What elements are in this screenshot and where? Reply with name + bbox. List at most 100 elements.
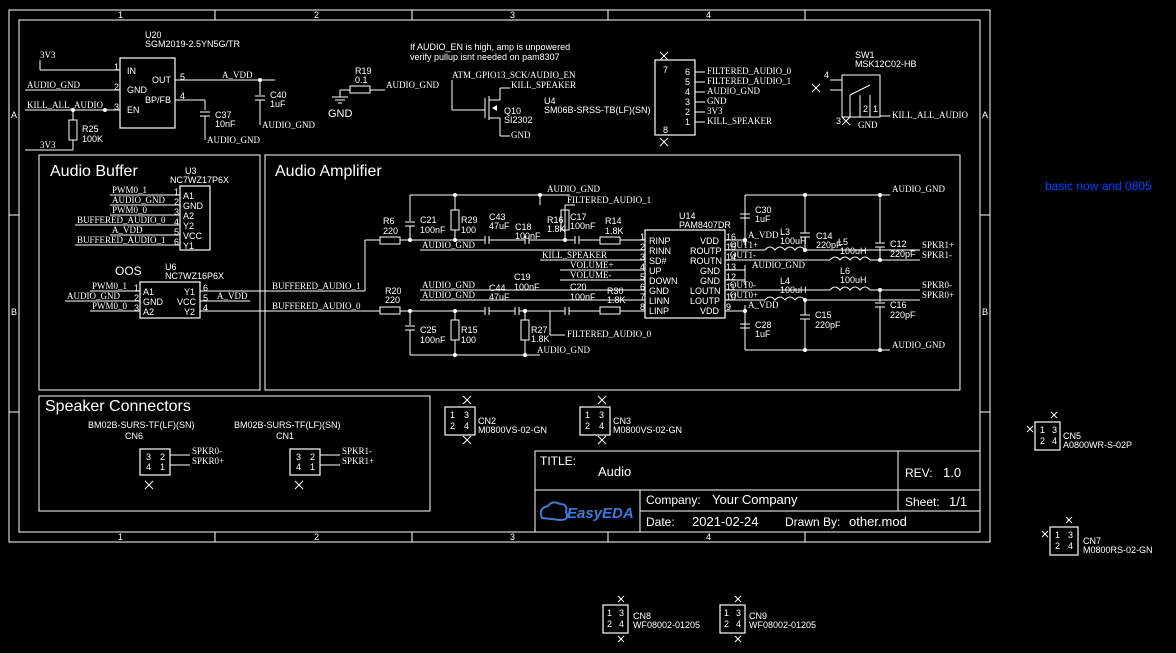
net-label: GND: [858, 120, 878, 130]
cn8-connector[interactable]: 1 2 3 4 CN8 WF08002-01205: [602, 595, 700, 643]
pin-label: A2: [143, 307, 154, 317]
value-label: 1.8K: [547, 224, 566, 234]
audio-amplifier-frame: [264, 154, 961, 391]
ref-label: CN2: [478, 416, 496, 426]
ref-label: CN1: [276, 431, 294, 441]
net-label: OUT1+: [730, 240, 758, 250]
value-label: 100nF: [570, 221, 596, 231]
ref-label: C28: [755, 320, 772, 330]
pin-label: ROUTN: [690, 256, 722, 266]
amplifier-circuit[interactable]: BUFFERED_AUDIO_1 BUFFERED_AUDIO_0 R6 220…: [272, 184, 954, 357]
value-label: 100uH: [840, 275, 867, 285]
u14-chip[interactable]: [644, 229, 726, 319]
oos-label: OOS: [115, 264, 142, 278]
pin-num: 2: [724, 619, 729, 629]
row-label: A: [11, 110, 17, 120]
net-label: AUDIO_GND: [27, 80, 80, 90]
ref-label: L3: [780, 227, 790, 237]
cn6-connector[interactable]: BM02B-SURS-TF(LF)(SN) CN6 2 1 3 4 SPKR0-…: [88, 420, 224, 490]
net-label: A_VDD: [112, 225, 143, 235]
net-label: PWM0_0: [112, 205, 148, 215]
r19-resistor[interactable]: R19 0.1 AUDIO_GND GND: [328, 66, 439, 120]
pin-num: 2: [1040, 436, 1045, 446]
cn1-connector[interactable]: BM02B-SURS-TF(LF)(SN) CN1 2 1 3 4 SPKR1-…: [234, 420, 374, 490]
title-block: TITLE: Audio REV: 1.0 Company: Your Comp…: [534, 450, 981, 533]
q10-mosfet[interactable]: ATM_GPIO13_SCK/AUDIO_EN KILL_SPEAKER Q10…: [451, 70, 576, 140]
pin-num: 7: [640, 292, 645, 302]
pin-num: 5: [180, 72, 185, 82]
pin-label: ROUTP: [690, 246, 722, 256]
part-label: BM02B-SURS-TF(LF)(SN): [234, 420, 341, 430]
pin-num: 1: [310, 462, 315, 472]
col-label: 2: [314, 532, 319, 542]
ref-label: U4: [544, 96, 556, 106]
pin-num: 2: [114, 82, 119, 92]
ref-label: R14: [605, 216, 622, 226]
pin-label: RINN: [649, 246, 671, 256]
rev-label: REV:: [905, 466, 933, 480]
net-label: FILTERED_AUDIO_1: [567, 195, 651, 205]
pin-num: 4: [174, 217, 179, 227]
net-label: AUDIO_GND: [707, 86, 760, 96]
pin-num: 4: [180, 91, 185, 101]
net-label: AUDIO_GND: [537, 345, 590, 355]
part-label: M0800VS-02-GN: [478, 425, 547, 435]
cn7-connector[interactable]: 1 2 3 4 CN7 M0800RS-02-GN: [1041, 516, 1153, 556]
cn3-connector[interactable]: 1 2 3 4 CN3 M0800VS-02-GN: [579, 395, 682, 445]
pin-label: A1: [143, 287, 154, 297]
pin-label: A1: [183, 191, 194, 201]
pin-num: 2: [585, 421, 590, 431]
ref-label: C16: [890, 300, 907, 310]
sw1-switch[interactable]: SW1 MSK12C02-HB 4 3 2 1 GND KILL_ALL_AUD…: [811, 50, 968, 130]
pin-num: 3: [296, 452, 301, 462]
pin-num: 4: [146, 462, 151, 472]
net-label: AUDIO_GND: [892, 184, 945, 194]
ref-label: R15: [461, 325, 478, 335]
net-label: AUDIO_GND: [112, 195, 165, 205]
cn9-connector[interactable]: 1 2 3 4 CN9 WF08002-01205: [719, 595, 816, 643]
pin-label: DOWN: [649, 276, 678, 286]
u6-buffer[interactable]: OOS U6 NC7WZ16P6X A1 GND A2 Y1 VCC Y2 1 …: [65, 262, 375, 319]
pin-num: 4: [464, 421, 469, 431]
col-label: 1: [118, 532, 123, 542]
u20-regulator[interactable]: U20 SGM2019-2.5YN5G/TR IN GND EN OUT BP/…: [25, 30, 315, 151]
pin-num: 3: [619, 608, 624, 618]
ref-label: L4: [780, 276, 790, 286]
value-label: 1.8K: [605, 226, 624, 236]
pin-num: 2: [640, 242, 645, 252]
ref-label: L6: [840, 266, 850, 276]
net-label: KILL_SPEAKER: [511, 80, 576, 90]
ref-label: C21: [420, 215, 437, 225]
pin-label: VDD: [700, 306, 720, 316]
pin-label: Y1: [183, 241, 194, 251]
ref-label: CN5: [1063, 431, 1081, 441]
net-label: ATM_GPIO13_SCK/AUDIO_EN: [452, 70, 576, 80]
net-label: KILL_SPEAKER: [707, 116, 772, 126]
col-label: 4: [706, 10, 711, 20]
ref-label: C44: [489, 283, 506, 293]
value-label: 0.1: [355, 75, 368, 85]
l3-inductor-icon: [764, 246, 806, 251]
cn5-connector[interactable]: 1 2 3 4 CN5 A0800WR-S-02P: [1026, 411, 1132, 451]
value-label: 100K: [82, 134, 103, 144]
pin-num: 4: [296, 462, 301, 472]
pin-num: 2: [1055, 541, 1060, 551]
value-label: 220pF: [890, 310, 916, 320]
part-label: A0800WR-S-02P: [1063, 440, 1132, 450]
cn2-connector[interactable]: 1 2 3 4 CN2 M0800VS-02-GN: [444, 395, 547, 445]
u4-connector[interactable]: U4 SM06B-SRSS-TB(LF)(SN) 7 8 6 5 4 3 2 1…: [544, 51, 792, 147]
pin-num: 1: [585, 410, 590, 420]
pin-label: EN: [127, 105, 140, 115]
l4-inductor-icon: [764, 296, 806, 301]
pin-num: 3: [174, 207, 179, 217]
net-label: KILL_SPEAKER: [542, 250, 607, 260]
net-label: VOLUME+: [570, 260, 614, 270]
pin-label: LINP: [649, 306, 669, 316]
net-label: OUT0-: [730, 280, 756, 290]
ref-label: C12: [890, 239, 907, 249]
pin-num: 1: [1040, 425, 1045, 435]
pin-num: 13: [726, 262, 736, 272]
u3-buffer[interactable]: U3 NC7WZ17P6X A1 GND A2 Y2 VCC Y1 1 2 3 …: [75, 166, 229, 251]
value-label: 1uF: [755, 214, 771, 224]
